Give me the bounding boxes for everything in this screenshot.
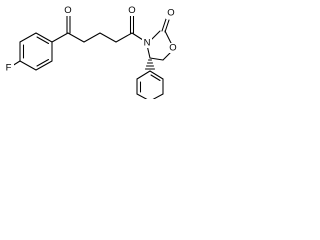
double-bond-inner	[150, 74, 161, 82]
aryl-ketone-bond	[51, 32, 69, 43]
bond	[164, 30, 173, 46]
bond	[19, 60, 37, 71]
amide-nitrogen-bond	[131, 32, 144, 41]
bond	[19, 32, 37, 43]
ring-carbonyl-double-bond	[161, 18, 167, 32]
ring-nitrogen-label: N	[144, 38, 151, 49]
chain-bond	[83, 32, 101, 43]
ketone-oxygen-label: O	[64, 5, 71, 16]
double-bond-inner	[36, 36, 50, 45]
bond	[136, 70, 151, 80]
bond	[152, 93, 164, 99]
phenyl-ring	[136, 70, 164, 99]
fluorine-atom-label: F	[6, 63, 12, 74]
chain-bond	[67, 32, 85, 43]
bond	[35, 60, 53, 71]
bond	[149, 57, 164, 61]
oxazolidinone-carbonyl-oxygen-label: O	[167, 8, 174, 19]
chemical-structure-diagram: F O O O O N	[5, 5, 178, 99]
fluorophenyl-ring	[19, 32, 53, 71]
ring-oxygen-label: O	[169, 43, 176, 54]
double-bond-inner	[36, 58, 50, 67]
bond	[149, 70, 164, 80]
ring-carbonyl-double-bond	[164, 19, 170, 33]
bond	[35, 32, 53, 43]
amide-oxygen-label: O	[128, 5, 135, 16]
bond	[136, 93, 148, 99]
chain-bond	[99, 32, 117, 43]
chain-bond	[115, 32, 133, 43]
bond	[150, 30, 161, 41]
stereo-hashed-bond	[144, 59, 156, 70]
